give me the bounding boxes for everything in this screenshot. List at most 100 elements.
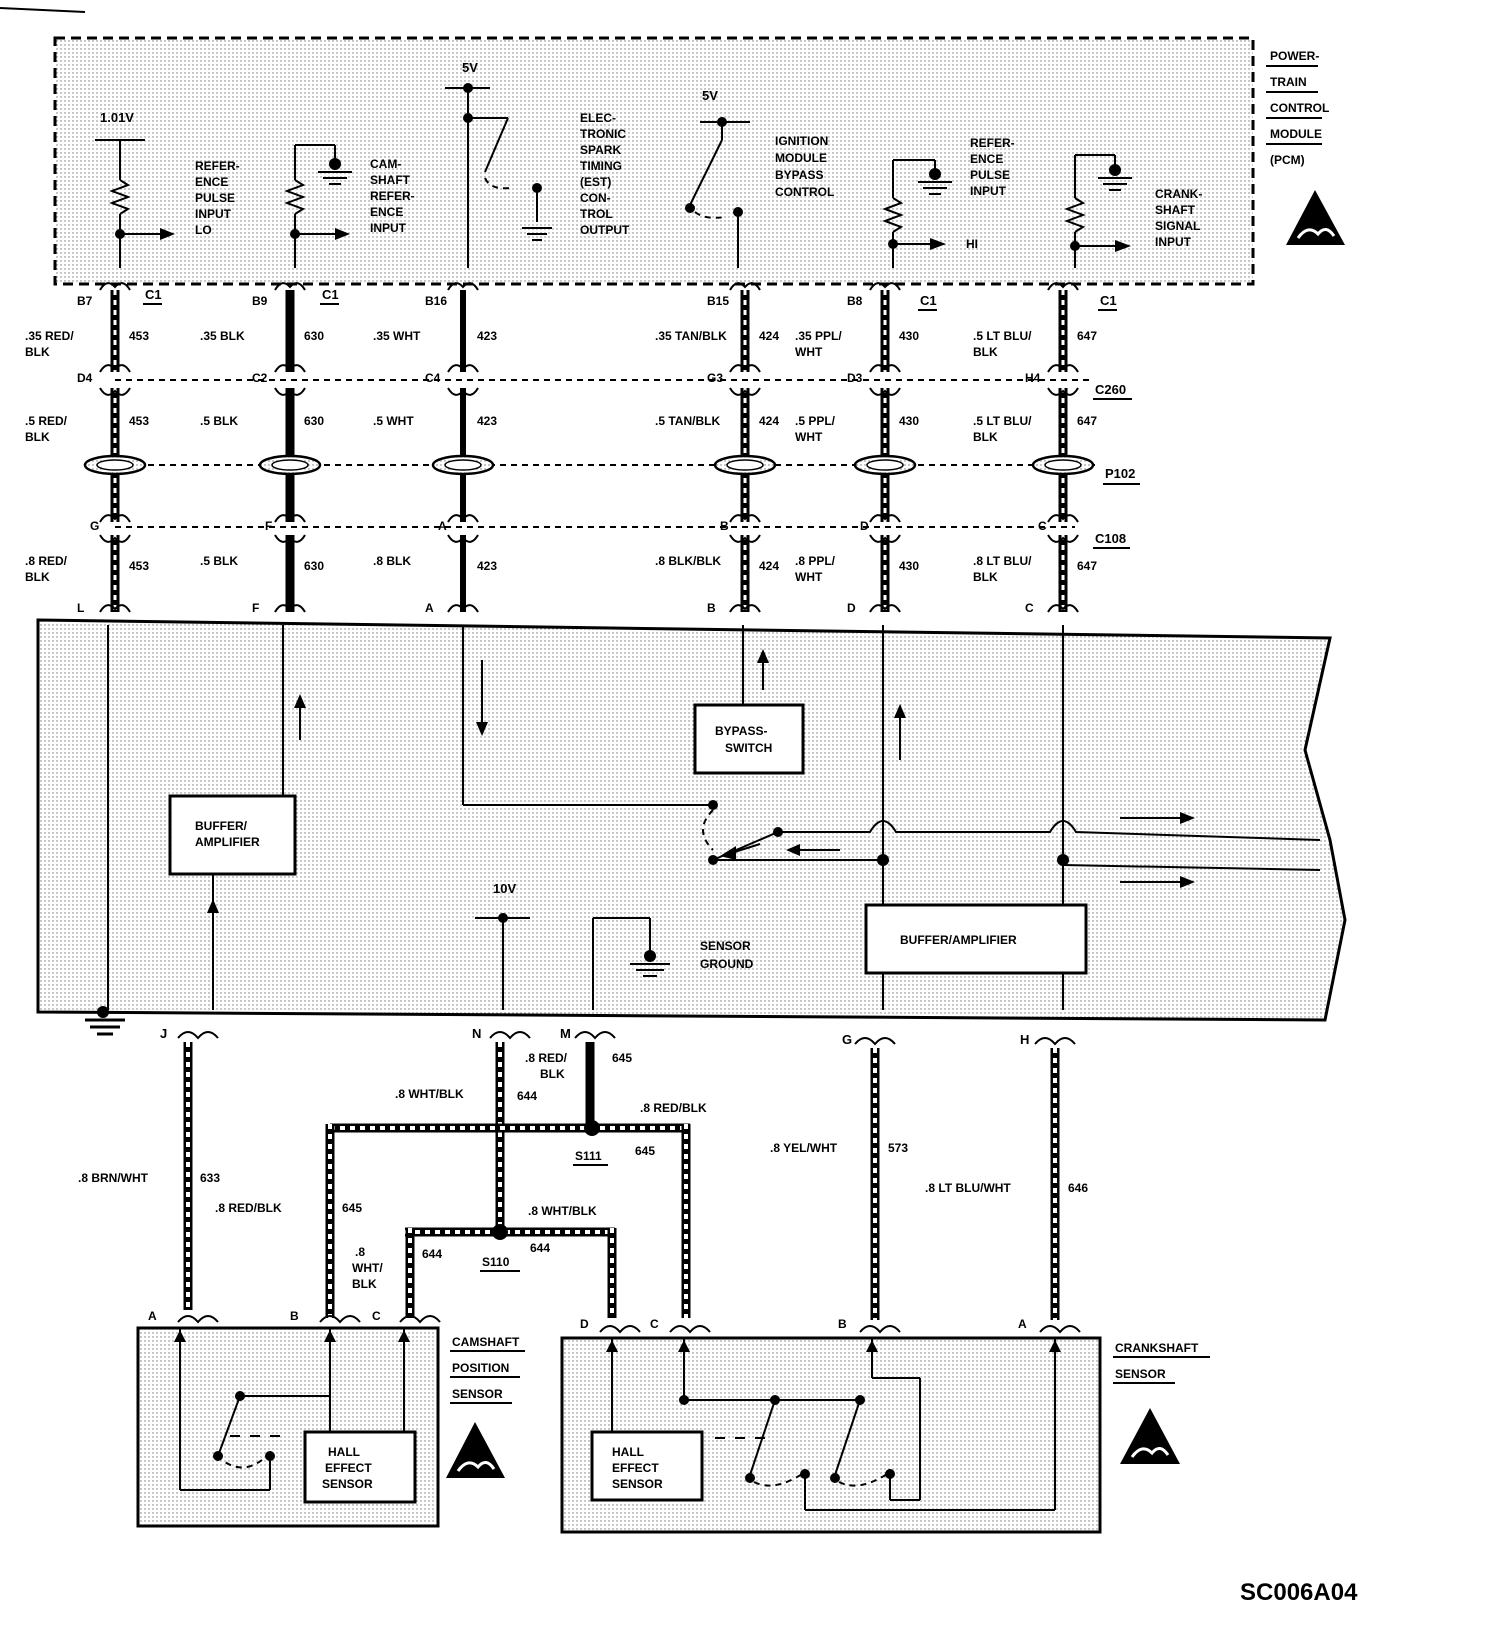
svg-text:644: 644 [422, 1247, 442, 1261]
circuit-number: 453 [129, 414, 149, 428]
connector-receptacle [729, 534, 761, 543]
crank-signal-input-circuit: CRANK- SHAFT SIGNAL INPUT [1064, 154, 1202, 268]
svg-text:B: B [290, 1309, 299, 1323]
connector-receptacle [869, 387, 901, 396]
pin-label: L [77, 601, 84, 615]
circuit-number: 630 [304, 414, 324, 428]
connector-receptacle [99, 364, 131, 373]
svg-text:646: 646 [1068, 1181, 1088, 1195]
wire-color-label: WHT [795, 345, 823, 359]
pin-label: B [707, 601, 716, 615]
connector-receptacle [99, 534, 131, 543]
svg-text:CAM-: CAM- [370, 157, 401, 171]
svg-text:BUFFER/AMPLIFIER: BUFFER/AMPLIFIER [900, 933, 1017, 947]
pin-label: B9 [252, 294, 268, 308]
svg-text:.8 RED/BLK: .8 RED/BLK [215, 1201, 282, 1215]
svg-text:CRANK-: CRANK- [1155, 187, 1202, 201]
connector-receptacle [274, 604, 306, 613]
svg-text:SWITCH: SWITCH [725, 741, 772, 755]
connector-receptacle [274, 282, 306, 291]
svg-text:PULSE: PULSE [195, 191, 235, 205]
wire-color-label: BLK [973, 570, 998, 584]
lower-harness: .8 BRN/WHT 633 .8 RED/ BLK 645 .8 WHT/BL… [78, 1031, 1088, 1320]
connector-receptacle [729, 282, 761, 291]
pin-label: B [720, 519, 729, 533]
wire-color-label: WHT [795, 430, 823, 444]
connector-c1-label-3: C1 [920, 293, 937, 308]
pin-label: D [847, 601, 856, 615]
svg-text:CONTROL: CONTROL [775, 185, 834, 199]
pin-label: D3 [847, 371, 863, 385]
connector-receptacle [1047, 282, 1079, 291]
connector-receptacle [99, 387, 131, 396]
svg-text:REFER-: REFER- [370, 189, 415, 203]
svg-text:OUTPUT: OUTPUT [580, 223, 630, 237]
connector-receptacle [1047, 364, 1079, 373]
svg-text:MODULE: MODULE [775, 151, 827, 165]
connector-receptacle [1047, 387, 1079, 396]
svg-text:.8: .8 [355, 1245, 365, 1259]
connector-receptacle [99, 282, 131, 291]
grommet-core [271, 459, 309, 471]
pin-label: C [1038, 519, 1047, 533]
buffer-amplifier-right [864, 903, 1088, 975]
wire-color-label: BLK [25, 570, 50, 584]
circuit-number: 453 [129, 559, 149, 573]
wire-color-label: .8 BLK/BLK [655, 554, 721, 568]
connector-receptacle [447, 604, 479, 613]
svg-text:BUFFER/: BUFFER/ [195, 819, 248, 833]
svg-text:EFFECT: EFFECT [325, 1461, 372, 1475]
wire-color-label: BLK [973, 430, 998, 444]
svg-text:LO: LO [195, 223, 212, 237]
connector-receptacle [447, 282, 479, 291]
svg-text:10V: 10V [493, 881, 516, 896]
wire-color-label: .5 RED/ [25, 414, 68, 428]
wire-color-label: .5 BLK [200, 554, 238, 568]
circuit-number: 647 [1077, 559, 1097, 573]
connector-receptacle [729, 514, 761, 523]
connector-receptacle [869, 534, 901, 543]
wire-color-label: .35 BLK [200, 329, 245, 343]
svg-text:SENSOR: SENSOR [1115, 1367, 1166, 1381]
svg-text:J: J [160, 1026, 167, 1041]
svg-text:SENSOR: SENSOR [700, 939, 751, 953]
svg-text:EFFECT: EFFECT [612, 1461, 659, 1475]
connector-receptacle [447, 534, 479, 543]
svg-text:SIGNAL: SIGNAL [1155, 219, 1200, 233]
svg-text:SPARK: SPARK [580, 143, 621, 157]
svg-text:S110: S110 [482, 1255, 510, 1269]
connector-receptacle [1047, 534, 1079, 543]
buffer-amplifier-left [168, 794, 297, 876]
svg-text:.8 LT BLU/WHT: .8 LT BLU/WHT [925, 1181, 1011, 1195]
wire-color-label: BLK [25, 430, 50, 444]
circuit-number: 423 [477, 559, 497, 573]
svg-text:HI: HI [966, 237, 978, 251]
wire-color-label: .5 BLK [200, 414, 238, 428]
svg-text:A: A [148, 1309, 157, 1323]
svg-text:C: C [372, 1309, 381, 1323]
svg-text:INPUT: INPUT [370, 221, 407, 235]
svg-text:G: G [842, 1032, 852, 1047]
connector-receptacle [869, 282, 901, 291]
wire-color-label: BLK [973, 345, 998, 359]
cam-ref-input-circuit: CAM- SHAFT REFER- ENCE INPUT [284, 144, 415, 268]
svg-text:HALL: HALL [612, 1445, 644, 1459]
circuit-number: 424 [759, 329, 779, 343]
svg-text:GROUND: GROUND [700, 957, 754, 971]
svg-text:CON-: CON- [580, 191, 611, 205]
svg-text:INPUT: INPUT [195, 207, 232, 221]
svg-text:SENSOR: SENSOR [612, 1477, 663, 1491]
connector-receptacle [447, 387, 479, 396]
circuit-number: 423 [477, 329, 497, 343]
connector-receptacle [869, 514, 901, 523]
svg-text:HALL: HALL [328, 1445, 360, 1459]
connector-c108-label: C108 [1095, 531, 1126, 546]
svg-text:SHAFT: SHAFT [370, 173, 411, 187]
svg-text:.8 BRN/WHT: .8 BRN/WHT [78, 1171, 149, 1185]
wire-color-label: .8 RED/ [25, 554, 68, 568]
